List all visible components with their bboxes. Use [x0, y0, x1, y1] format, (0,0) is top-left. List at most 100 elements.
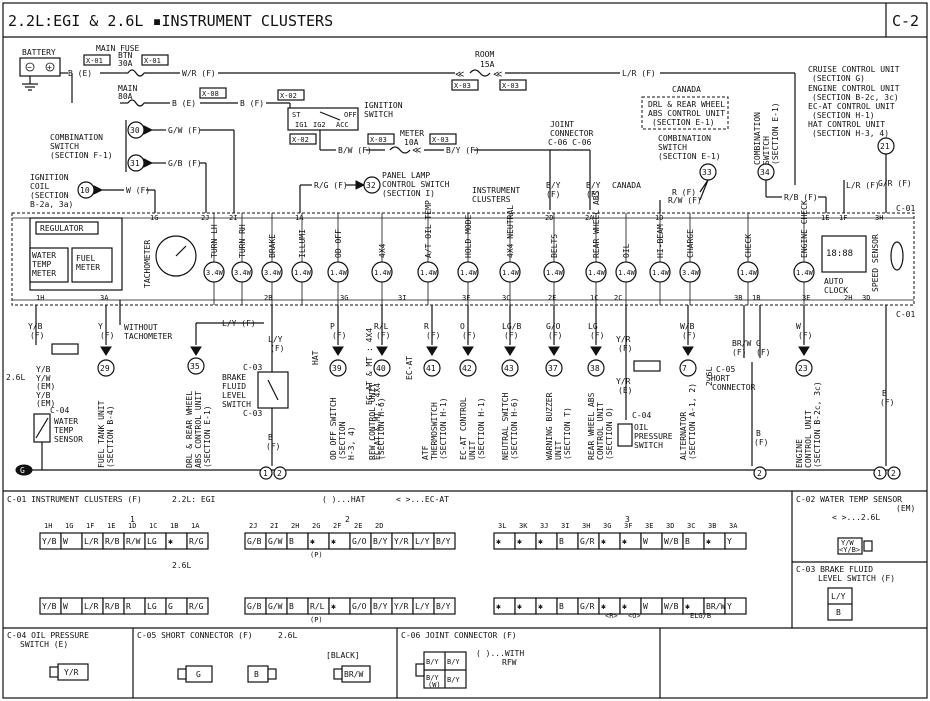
lamp-rating: 1.4W	[330, 269, 348, 277]
svg-text:(F): (F)	[546, 190, 560, 199]
svg-text:C-01: C-01	[896, 310, 915, 319]
label: PRESSURE	[634, 432, 673, 441]
label: (EM)	[36, 382, 55, 391]
wire-color: W/B	[680, 322, 695, 331]
pin-value: B	[289, 537, 294, 546]
conn-tag: C-04	[632, 411, 651, 420]
svg-text:COMBINATION: COMBINATION	[50, 133, 103, 142]
pin-label: 2C	[614, 294, 622, 302]
pin-value: W	[63, 602, 68, 611]
wire-color: LG	[588, 322, 598, 331]
pin-number: 2I	[270, 522, 278, 530]
ref-circle	[679, 359, 697, 377]
label: Y/B	[36, 365, 51, 374]
wire-color: Y/R	[616, 377, 631, 386]
pin-value: G/O	[352, 602, 367, 611]
pin-value: ✱	[496, 537, 501, 546]
pin-label: 2H	[844, 294, 852, 302]
svg-text:ACC: ACC	[336, 121, 349, 129]
unit-label: OD OFF SWITCH	[329, 397, 338, 460]
lamp-label: CHECK	[744, 234, 753, 258]
wire-color: (F)	[426, 331, 440, 340]
wire-color: R/L	[374, 322, 389, 331]
pin-value: R/W	[126, 537, 141, 546]
svg-text:< >...EC-AT: < >...EC-AT	[396, 495, 449, 504]
svg-text:B/Y: B/Y	[546, 181, 561, 190]
pin-label: 3D	[862, 294, 870, 302]
svg-text:DRL & REAR WHEEL: DRL & REAR WHEEL	[648, 100, 725, 109]
svg-text:B/Y: B/Y	[426, 658, 439, 666]
conn-tag: X-01	[86, 57, 103, 65]
svg-text:G/R (F): G/R (F)	[878, 179, 912, 188]
pin-number: 1G	[65, 522, 73, 530]
wire-color: (F)	[504, 331, 518, 340]
unit-label: FUEL TANK UNIT	[97, 400, 106, 468]
wire-color: R	[424, 322, 429, 331]
indicator-lamp	[261, 261, 283, 283]
svg-text:C-04 OIL PRESSURE: C-04 OIL PRESSURE	[7, 631, 89, 640]
svg-text:X-03: X-03	[432, 136, 449, 144]
pin-value: G/B	[247, 602, 262, 611]
unit-label: (SECTION B-4)	[106, 405, 115, 468]
lamp-label: OIL	[622, 243, 631, 258]
pin-value: ✱	[685, 602, 690, 611]
pin-label: 1C	[590, 294, 598, 302]
pin-number: 1D	[128, 522, 136, 530]
svg-text:CRUISE CONTROL UNIT: CRUISE CONTROL UNIT	[808, 65, 900, 74]
lamp-label: ILLUMI	[298, 229, 307, 258]
svg-text:IG2: IG2	[313, 121, 326, 129]
wire-color: (E)	[618, 386, 632, 395]
unit-label: NEUTRAL SWITCH	[501, 392, 510, 460]
pin-label: 2A	[585, 214, 594, 222]
indicator-lamp	[291, 261, 313, 283]
pin-label: 3E	[802, 294, 810, 302]
pin-number: 3I	[561, 522, 569, 530]
svg-text:L/R (F): L/R (F)	[846, 181, 880, 190]
svg-text:LEVEL SWITCH (F): LEVEL SWITCH (F)	[818, 574, 895, 583]
pin-number: 1C	[149, 522, 157, 530]
ref-circle-32: 32	[355, 176, 381, 194]
unit-label: REAR WHEEL ABS	[587, 392, 596, 460]
pin-number: 3G	[603, 522, 611, 530]
indicator-lamp	[203, 261, 225, 283]
label: Y/W	[36, 374, 51, 383]
note: <R>	[605, 612, 618, 620]
ref-circle	[187, 357, 205, 375]
unit-label: H-3, 4)	[347, 426, 356, 460]
wire-color: (F)	[880, 398, 894, 407]
svg-text:B-2a, 3a): B-2a, 3a)	[30, 200, 73, 209]
unit-label: WARNING BUZZER	[545, 392, 554, 460]
label: LEVEL	[222, 391, 246, 400]
ref-circle	[501, 359, 519, 377]
svg-text:2: 2	[277, 469, 282, 478]
svg-text:B (E): B (E)	[172, 99, 196, 108]
svg-text:OFF: OFF	[344, 111, 357, 119]
svg-text:METER: METER	[76, 263, 100, 272]
note: HAT	[311, 350, 320, 365]
svg-text:C-01: C-01	[896, 204, 915, 213]
ref-circle-number: 38	[590, 364, 600, 373]
pin-value: G	[168, 602, 173, 611]
unit-label: UNIT	[554, 441, 563, 460]
pin-label: 3C	[502, 294, 510, 302]
pin-value: R/B	[105, 602, 120, 611]
svg-text:METER: METER	[400, 129, 424, 138]
main-fuse-label: MAIN FUSE	[96, 44, 140, 53]
svg-text:G: G	[20, 466, 25, 475]
svg-text:B/Y: B/Y	[447, 676, 460, 684]
ref-circle-number: 23	[798, 364, 808, 373]
indicator-lamp	[585, 261, 607, 283]
pin-value: B	[289, 602, 294, 611]
pin-label: 1G	[150, 214, 158, 222]
svg-text:C-02 WATER TEMP SENSOR: C-02 WATER TEMP SENSOR	[796, 495, 902, 504]
pin-value: B/Y	[436, 602, 451, 611]
pin-number: 3F	[624, 522, 632, 530]
pin-number: 1F	[86, 522, 94, 530]
svg-text:CLUSTERS: CLUSTERS	[472, 195, 511, 204]
lamp-label: TURN RH	[238, 224, 247, 258]
unit-label: (SECTION H-6)	[510, 397, 519, 460]
svg-text:G/B (F): G/B (F)	[168, 159, 202, 168]
lamp-rating: 3.4W	[264, 269, 282, 277]
pin-value: B/Y	[436, 537, 451, 546]
svg-text:REGULATOR: REGULATOR	[40, 224, 84, 233]
